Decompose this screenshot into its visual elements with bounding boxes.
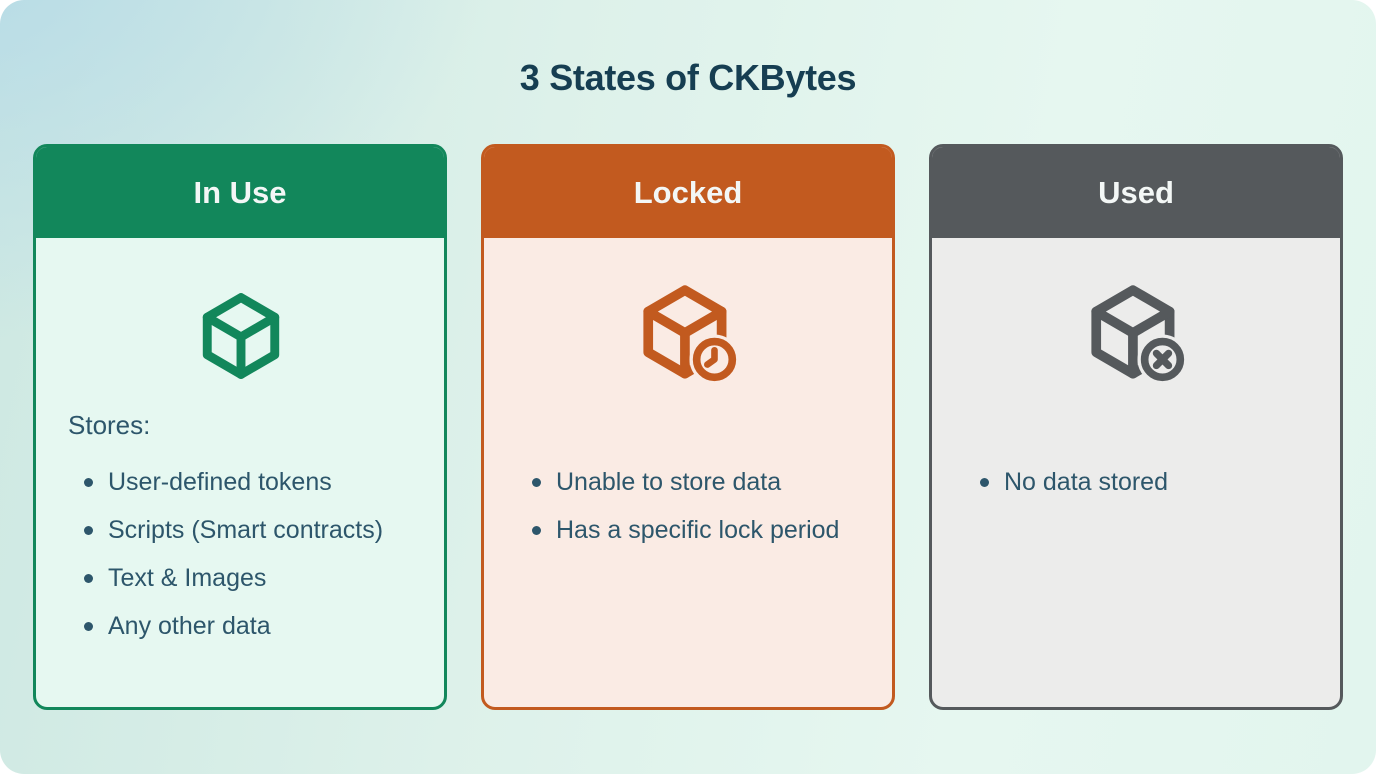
card-in-use-header: In Use (36, 147, 444, 238)
card-locked-header: Locked (484, 147, 892, 238)
card-intro-label (962, 410, 1312, 456)
card-intro-label (514, 410, 864, 456)
card-intro-label: Stores: (68, 410, 151, 440)
bullet-item: Text & Images (66, 554, 416, 602)
card-used-header: Used (932, 147, 1340, 238)
bullet-item: Any other data (66, 602, 416, 650)
card-locked: Locked Unable to store dat (481, 144, 895, 710)
page-title: 3 States of CKBytes (519, 57, 857, 98)
cube-x-icon (962, 284, 1312, 388)
card-used-body: No data stored (932, 238, 1340, 707)
bullet-item: Has a specific lock period (514, 506, 864, 554)
bullet-item: User-defined tokens (66, 458, 416, 506)
bullet-item: No data stored (962, 458, 1312, 506)
bullet-item: Unable to store data (514, 458, 864, 506)
card-used-bullets: No data stored (962, 458, 1312, 506)
cube-clock-icon (514, 284, 864, 388)
card-used: Used No data stored (929, 144, 1343, 710)
cube-icon (66, 284, 416, 388)
bullet-item: Scripts (Smart contracts) (66, 506, 416, 554)
